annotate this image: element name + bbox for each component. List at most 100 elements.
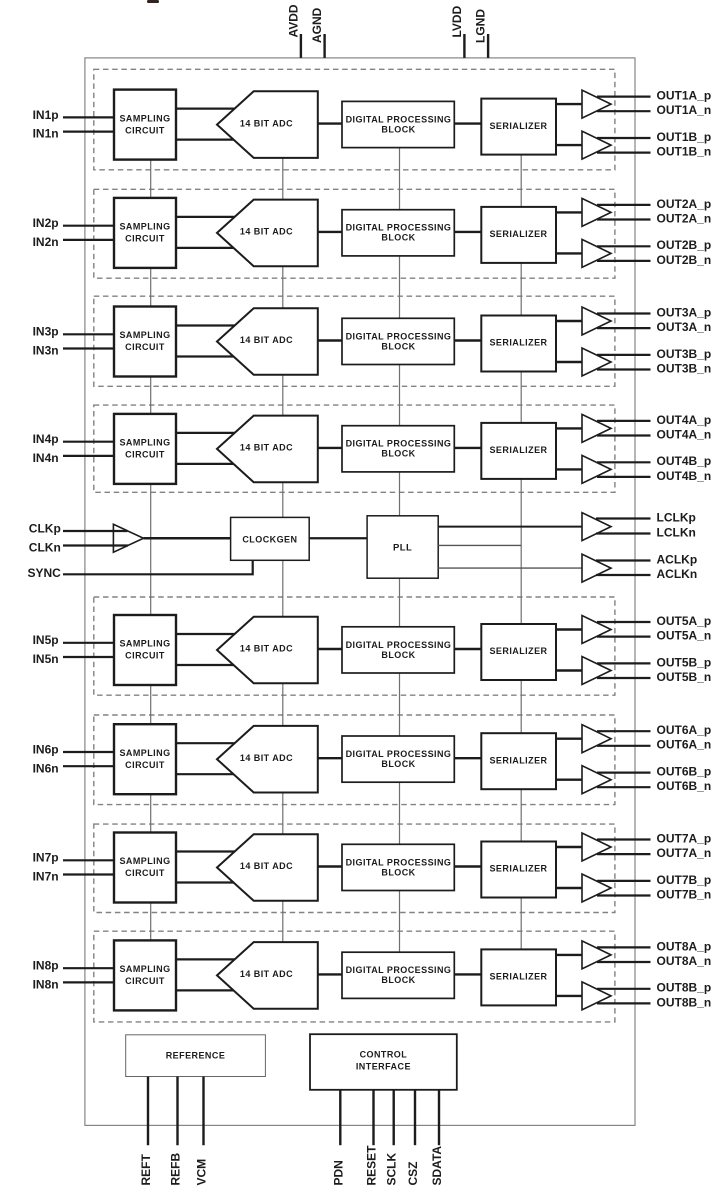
svg-text:DIGITAL PROCESSING: DIGITAL PROCESSING [346, 640, 452, 650]
svg-text:OUT7A_p: OUT7A_p [657, 831, 712, 845]
svg-text:PDN: PDN [331, 1160, 345, 1185]
svg-text:BLOCK: BLOCK [381, 341, 415, 351]
svg-text:SAMPLING: SAMPLING [119, 330, 170, 340]
svg-text:IN5n: IN5n [33, 652, 59, 666]
svg-text:OUT6A_n: OUT6A_n [657, 738, 712, 752]
svg-text:OUT5B_p: OUT5B_p [657, 655, 712, 669]
svg-text:ACLKp: ACLKp [657, 552, 698, 566]
svg-text:CIRCUIT: CIRCUIT [125, 760, 165, 770]
svg-text:SAMPLING: SAMPLING [119, 113, 170, 123]
svg-text:LCLKp: LCLKp [657, 510, 696, 524]
svg-text:OUT7B_n: OUT7B_n [657, 887, 712, 901]
svg-text:AGND: AGND [310, 7, 324, 43]
svg-text:IN1p: IN1p [33, 108, 59, 122]
svg-text:OUT6A_p: OUT6A_p [657, 723, 712, 737]
svg-text:CIRCUIT: CIRCUIT [125, 976, 165, 986]
svg-text:OUT1A_n: OUT1A_n [657, 103, 712, 117]
svg-text:OUT1A_p: OUT1A_p [657, 89, 712, 103]
svg-text:OUT1B_n: OUT1B_n [657, 145, 712, 159]
svg-text:DIGITAL PROCESSING: DIGITAL PROCESSING [346, 749, 452, 759]
svg-text:SAMPLING: SAMPLING [119, 856, 170, 866]
svg-text:OUT6B_p: OUT6B_p [657, 765, 712, 779]
svg-text:OUT8B_p: OUT8B_p [657, 981, 712, 995]
svg-text:SERIALIZER: SERIALIZER [489, 338, 547, 348]
svg-text:CIRCUIT: CIRCUIT [125, 125, 165, 135]
svg-text:OUT4A_n: OUT4A_n [657, 427, 712, 441]
svg-text:BLOCK: BLOCK [381, 449, 415, 459]
svg-text:OUT8A_n: OUT8A_n [657, 954, 712, 968]
svg-text:SERIALIZER: SERIALIZER [489, 864, 547, 874]
svg-text:14 BIT ADC: 14 BIT ADC [240, 753, 293, 763]
svg-text:CIRCUIT: CIRCUIT [125, 342, 165, 352]
svg-text:CIRCUIT: CIRCUIT [125, 651, 165, 661]
svg-text:OUT2A_p: OUT2A_p [657, 197, 712, 211]
svg-text:ACLKn: ACLKn [657, 567, 698, 581]
svg-text:OUT4B_n: OUT4B_n [657, 469, 712, 483]
svg-text:IN6p: IN6p [33, 742, 59, 756]
svg-text:RESET: RESET [365, 1145, 379, 1186]
svg-text:OUT8B_n: OUT8B_n [657, 995, 712, 1009]
svg-text:IN6n: IN6n [33, 761, 59, 775]
svg-text:CONTROL: CONTROL [360, 1050, 408, 1060]
svg-text:CLOCKGEN: CLOCKGEN [242, 535, 297, 545]
svg-text:SAMPLING: SAMPLING [119, 639, 170, 649]
svg-text:DIGITAL PROCESSING: DIGITAL PROCESSING [346, 439, 452, 449]
svg-text:OUT2A_n: OUT2A_n [657, 211, 712, 225]
svg-text:SAMPLING: SAMPLING [119, 222, 170, 232]
svg-text:BLOCK: BLOCK [381, 975, 415, 985]
svg-text:OUT5A_n: OUT5A_n [657, 629, 712, 643]
svg-text:DIGITAL PROCESSING: DIGITAL PROCESSING [346, 965, 452, 975]
svg-text:SCLK: SCLK [385, 1153, 399, 1186]
svg-text:IN1n: IN1n [33, 127, 59, 141]
svg-text:OUT3B_n: OUT3B_n [657, 361, 712, 375]
svg-text:INTERFACE: INTERFACE [356, 1061, 411, 1071]
svg-text:BLOCK: BLOCK [381, 650, 415, 660]
svg-text:BLOCK: BLOCK [381, 759, 415, 769]
svg-text:IN8p: IN8p [33, 959, 59, 973]
svg-text:OUT4A_p: OUT4A_p [657, 413, 712, 427]
svg-text:LGND: LGND [474, 9, 488, 43]
svg-text:DIGITAL PROCESSING: DIGITAL PROCESSING [346, 114, 452, 124]
svg-text:DIGITAL PROCESSING: DIGITAL PROCESSING [346, 857, 452, 867]
svg-text:OUT2B_p: OUT2B_p [657, 238, 712, 252]
svg-text:OUT3B_p: OUT3B_p [657, 347, 712, 361]
svg-text:CIRCUIT: CIRCUIT [125, 450, 165, 460]
svg-text:SERIALIZER: SERIALIZER [489, 445, 547, 455]
svg-text:CIRCUIT: CIRCUIT [125, 868, 165, 878]
svg-text:IN4n: IN4n [33, 451, 59, 465]
svg-text:CLKp: CLKp [29, 522, 61, 536]
svg-text:OUT7A_n: OUT7A_n [657, 846, 712, 860]
svg-text:CIRCUIT: CIRCUIT [125, 234, 165, 244]
svg-text:OUT7B_p: OUT7B_p [657, 873, 712, 887]
svg-text:14 BIT ADC: 14 BIT ADC [240, 118, 293, 128]
svg-text:IN3n: IN3n [33, 344, 59, 358]
svg-text:OUT8A_p: OUT8A_p [657, 939, 712, 953]
svg-text:REFT: REFT [139, 1154, 153, 1186]
svg-text:DIGITAL PROCESSING: DIGITAL PROCESSING [346, 223, 452, 233]
svg-text:VCM: VCM [195, 1159, 209, 1186]
svg-text:OUT3A_p: OUT3A_p [657, 305, 712, 319]
svg-text:14 BIT ADC: 14 BIT ADC [240, 644, 293, 654]
svg-text:OUT5B_n: OUT5B_n [657, 670, 712, 684]
svg-text:IN7n: IN7n [33, 870, 59, 884]
svg-text:OUT5A_p: OUT5A_p [657, 614, 712, 628]
svg-text:REFB: REFB [169, 1153, 183, 1186]
svg-text:IN5p: IN5p [33, 633, 59, 647]
svg-text:IN3p: IN3p [33, 325, 59, 339]
svg-text:SDATA: SDATA [430, 1146, 444, 1186]
svg-text:OUT4B_p: OUT4B_p [657, 454, 712, 468]
svg-text:DIGITAL PROCESSING: DIGITAL PROCESSING [346, 331, 452, 341]
svg-text:AVDD: AVDD [286, 4, 300, 37]
svg-text:SERIALIZER: SERIALIZER [489, 755, 547, 765]
svg-text:OUT1B_p: OUT1B_p [657, 130, 712, 144]
svg-text:SAMPLING: SAMPLING [119, 438, 170, 448]
svg-text:14 BIT ADC: 14 BIT ADC [240, 227, 293, 237]
svg-text:IN2p: IN2p [33, 216, 59, 230]
svg-text:14 BIT ADC: 14 BIT ADC [240, 861, 293, 871]
svg-text:14 BIT ADC: 14 BIT ADC [240, 335, 293, 345]
svg-text:LVDD: LVDD [450, 5, 464, 37]
svg-text:REFERENCE: REFERENCE [166, 1051, 226, 1061]
svg-text:SAMPLING: SAMPLING [119, 748, 170, 758]
svg-text:IN2n: IN2n [33, 235, 59, 249]
svg-text:SERIALIZER: SERIALIZER [489, 972, 547, 982]
